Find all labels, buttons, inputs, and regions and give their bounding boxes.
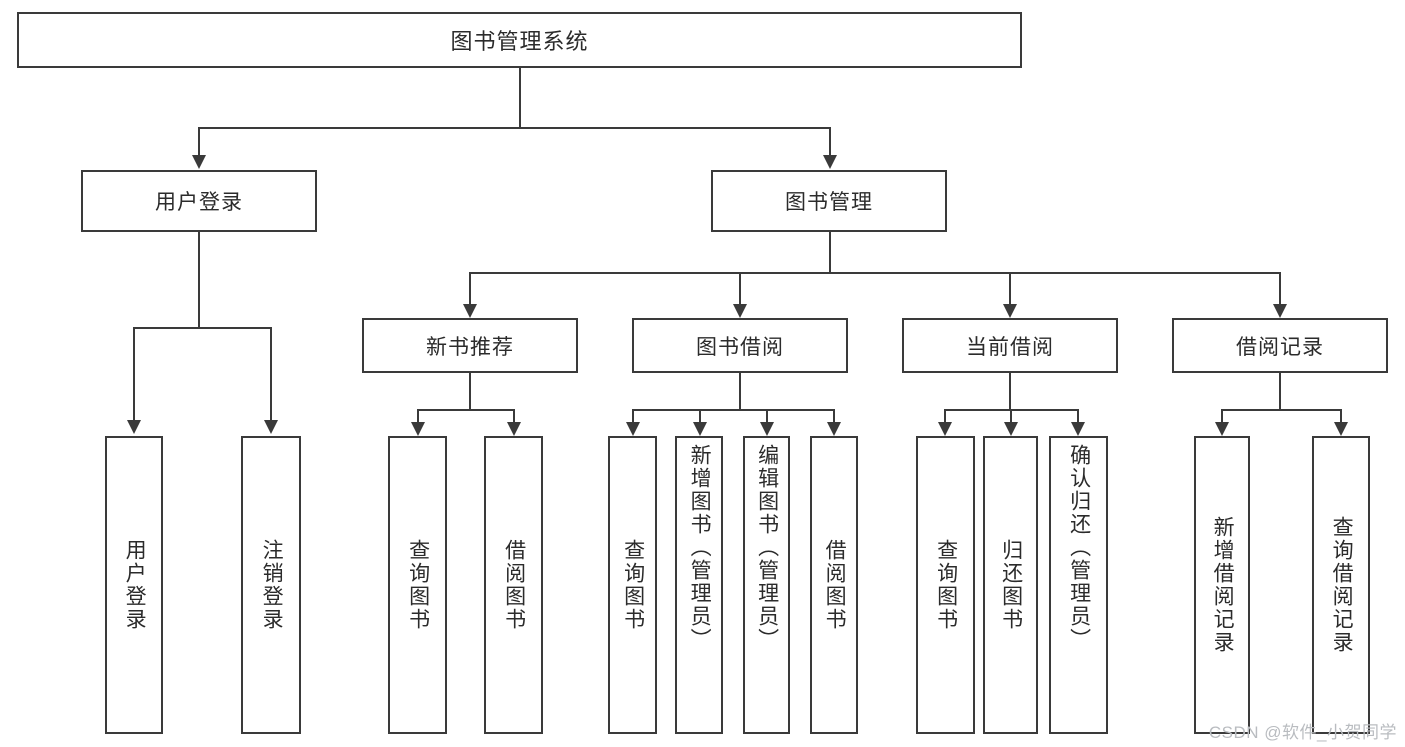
leaf-newbook-query-book[interactable]: 查询图书	[388, 436, 447, 734]
arrow-bookborrow-to-leaf3	[760, 422, 774, 436]
node-root-system[interactable]: 图书管理系统	[17, 12, 1022, 68]
connector-login-bus	[133, 327, 270, 329]
leaf-bookborrow-query-book[interactable]: 查询图书	[608, 436, 657, 734]
arrow-borrowrecord-to-leaf2	[1334, 422, 1348, 436]
connector-login-to-leaf1	[133, 327, 135, 420]
leaf-currentborrow-confirm-return-admin[interactable]: 确认归还（管理员）	[1049, 436, 1108, 734]
arrow-currentborrow-to-leaf1	[938, 422, 952, 436]
arrow-bookmgmt-to-l3a	[463, 304, 477, 318]
leaf-newbook-borrow-book[interactable]: 借阅图书	[484, 436, 543, 734]
leaf-bookborrow-add-book-admin[interactable]: 新增图书（管理员）	[675, 436, 723, 734]
connector-newbook-stem	[469, 373, 471, 409]
node-borrow-record[interactable]: 借阅记录	[1172, 318, 1388, 373]
arrow-newbook-to-leaf1	[411, 422, 425, 436]
connector-newbook-to-leaf1	[417, 409, 419, 422]
connector-root-stem	[519, 68, 521, 127]
arrow-root-to-bookmgmt	[823, 155, 837, 169]
arrow-bookborrow-to-leaf1	[626, 422, 640, 436]
arrow-bookmgmt-to-l3c	[1003, 304, 1017, 318]
arrow-newbook-to-leaf2	[507, 422, 521, 436]
connector-root-to-login	[198, 127, 200, 155]
connector-borrowrecord-bus	[1221, 409, 1341, 411]
connector-bookmgmt-to-l3b	[739, 272, 741, 304]
connector-root-bus	[198, 127, 830, 129]
connector-currentborrow-to-leaf3	[1077, 409, 1079, 422]
connector-bookborrow-to-leaf2	[699, 409, 701, 422]
connector-root-to-bookmgmt	[829, 127, 831, 155]
leaf-bookborrow-edit-book-admin[interactable]: 编辑图书（管理员）	[743, 436, 790, 734]
connector-bookborrow-to-leaf3	[766, 409, 768, 422]
leaf-user-login-login[interactable]: 用户登录	[105, 436, 163, 734]
connector-currentborrow-to-leaf1	[944, 409, 946, 422]
node-book-borrow[interactable]: 图书借阅	[632, 318, 848, 373]
connector-borrowrecord-to-leaf1	[1221, 409, 1223, 422]
connector-bookborrow-bus	[632, 409, 834, 411]
arrow-root-to-login	[192, 155, 206, 169]
arrow-currentborrow-to-leaf3	[1071, 422, 1085, 436]
leaf-currentborrow-return-book[interactable]: 归还图书	[983, 436, 1038, 734]
connector-newbook-bus	[417, 409, 514, 411]
connector-currentborrow-stem	[1009, 373, 1011, 409]
connector-bookmgmt-to-l3c	[1009, 272, 1011, 304]
connector-currentborrow-to-leaf2	[1010, 409, 1012, 422]
arrow-bookmgmt-to-l3d	[1273, 304, 1287, 318]
node-current-borrow[interactable]: 当前借阅	[902, 318, 1118, 373]
arrow-bookborrow-to-leaf2	[693, 422, 707, 436]
connector-bookborrow-to-leaf4	[833, 409, 835, 422]
arrow-bookborrow-to-leaf4	[827, 422, 841, 436]
arrow-login-to-leaf2	[264, 420, 278, 434]
connector-bookborrow-stem	[739, 373, 741, 409]
node-book-management[interactable]: 图书管理	[711, 170, 947, 232]
connector-login-stem	[198, 232, 200, 327]
leaf-bookborrow-borrow-book[interactable]: 借阅图书	[810, 436, 858, 734]
leaf-borrowrecord-query-record[interactable]: 查询借阅记录	[1312, 436, 1370, 734]
connector-newbook-to-leaf2	[513, 409, 515, 422]
arrow-currentborrow-to-leaf2	[1004, 422, 1018, 436]
connector-bookmgmt-to-l3a	[469, 272, 471, 304]
connector-bookborrow-to-leaf1	[632, 409, 634, 422]
node-user-login[interactable]: 用户登录	[81, 170, 317, 232]
arrow-borrowrecord-to-leaf1	[1215, 422, 1229, 436]
csdn-watermark: CSDN @软件_小贺同学	[1208, 723, 1397, 742]
connector-borrowrecord-to-leaf2	[1340, 409, 1342, 422]
connector-login-to-leaf2	[270, 327, 272, 420]
leaf-currentborrow-query-book[interactable]: 查询图书	[916, 436, 975, 734]
connector-bookmgmt-to-l3d	[1279, 272, 1281, 304]
arrow-bookmgmt-to-l3b	[733, 304, 747, 318]
leaf-borrowrecord-add-record[interactable]: 新增借阅记录	[1194, 436, 1250, 734]
connector-bookmgmt-stem	[829, 232, 831, 272]
leaf-user-login-logout[interactable]: 注销登录	[241, 436, 301, 734]
connector-borrowrecord-stem	[1279, 373, 1281, 409]
connector-bookmgmt-bus	[469, 272, 1281, 274]
arrow-login-to-leaf1	[127, 420, 141, 434]
node-new-book-recommend[interactable]: 新书推荐	[362, 318, 578, 373]
